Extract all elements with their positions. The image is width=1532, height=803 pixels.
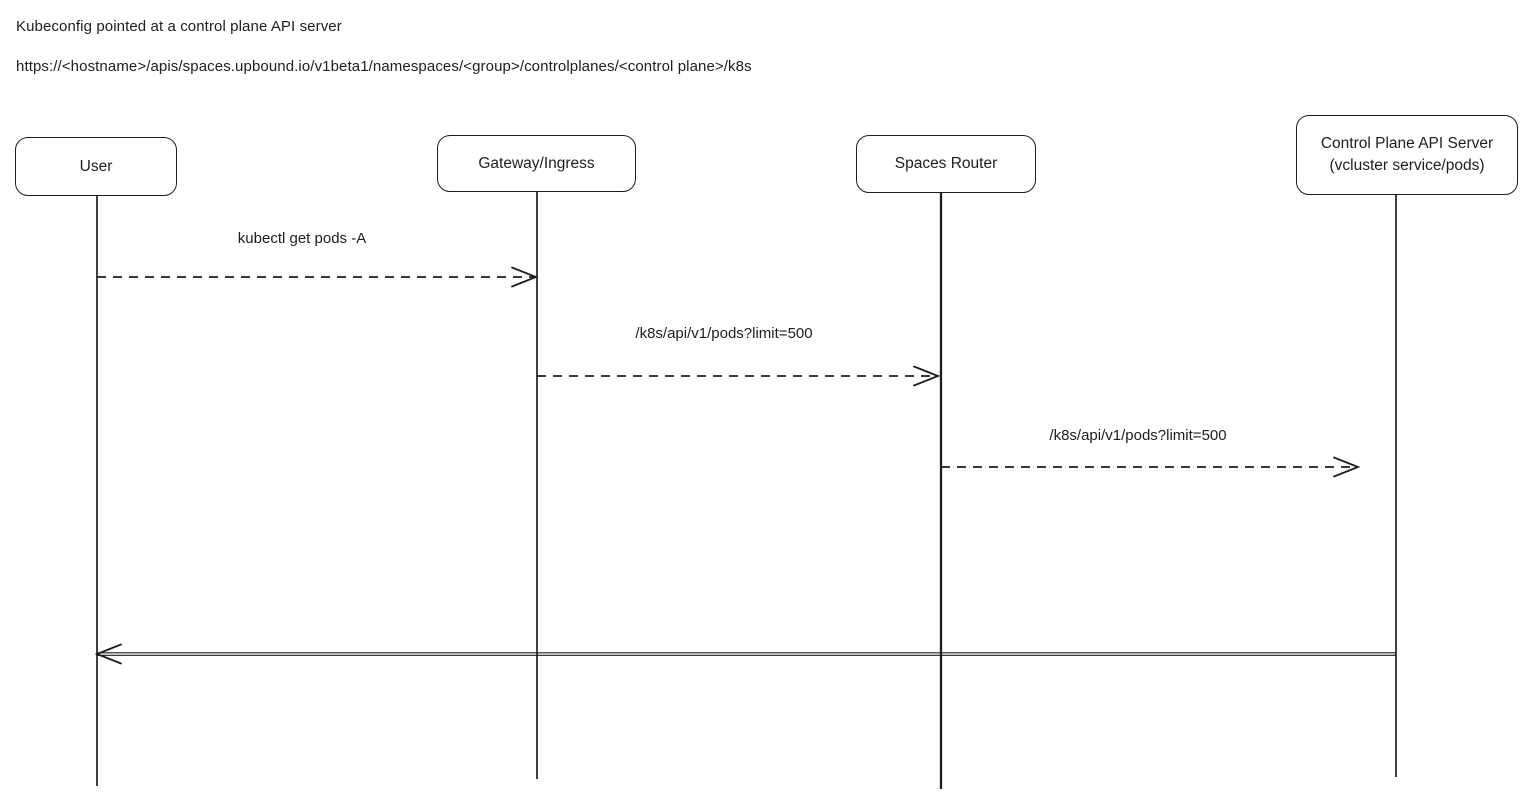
message-arrowhead-3 (94, 643, 122, 665)
message-label-1: /k8s/api/v1/pods?limit=500 (635, 325, 813, 342)
control-plane-api-url: https://<hostname>/apis/spaces.upbound.i… (16, 58, 752, 75)
message-arrowhead-0 (511, 266, 539, 288)
actor-sublabel: (vcluster service/pods) (1329, 157, 1485, 174)
actor-box-user: User (15, 137, 177, 196)
message-arrowhead-2 (1333, 456, 1361, 478)
actor-box-spaces-router: Spaces Router (856, 135, 1036, 193)
actor-label: Control Plane API Server (1320, 135, 1494, 152)
diagram-title: Kubeconfig pointed at a control plane AP… (16, 18, 342, 35)
message-label-0: kubectl get pods -A (237, 230, 367, 247)
message-arrowhead-1 (913, 365, 941, 387)
actor-label: Gateway/Ingress (478, 154, 595, 172)
actor-label: Spaces Router (894, 155, 998, 172)
message-label-2: /k8s/api/v1/pods?limit=500 (1049, 427, 1227, 444)
actor-box-gateway-ingress: Gateway/Ingress (437, 135, 636, 192)
actor-label: User (79, 157, 113, 175)
actor-box-control-plane-api-server: Control Plane API Server (vcluster servic… (1296, 115, 1518, 195)
